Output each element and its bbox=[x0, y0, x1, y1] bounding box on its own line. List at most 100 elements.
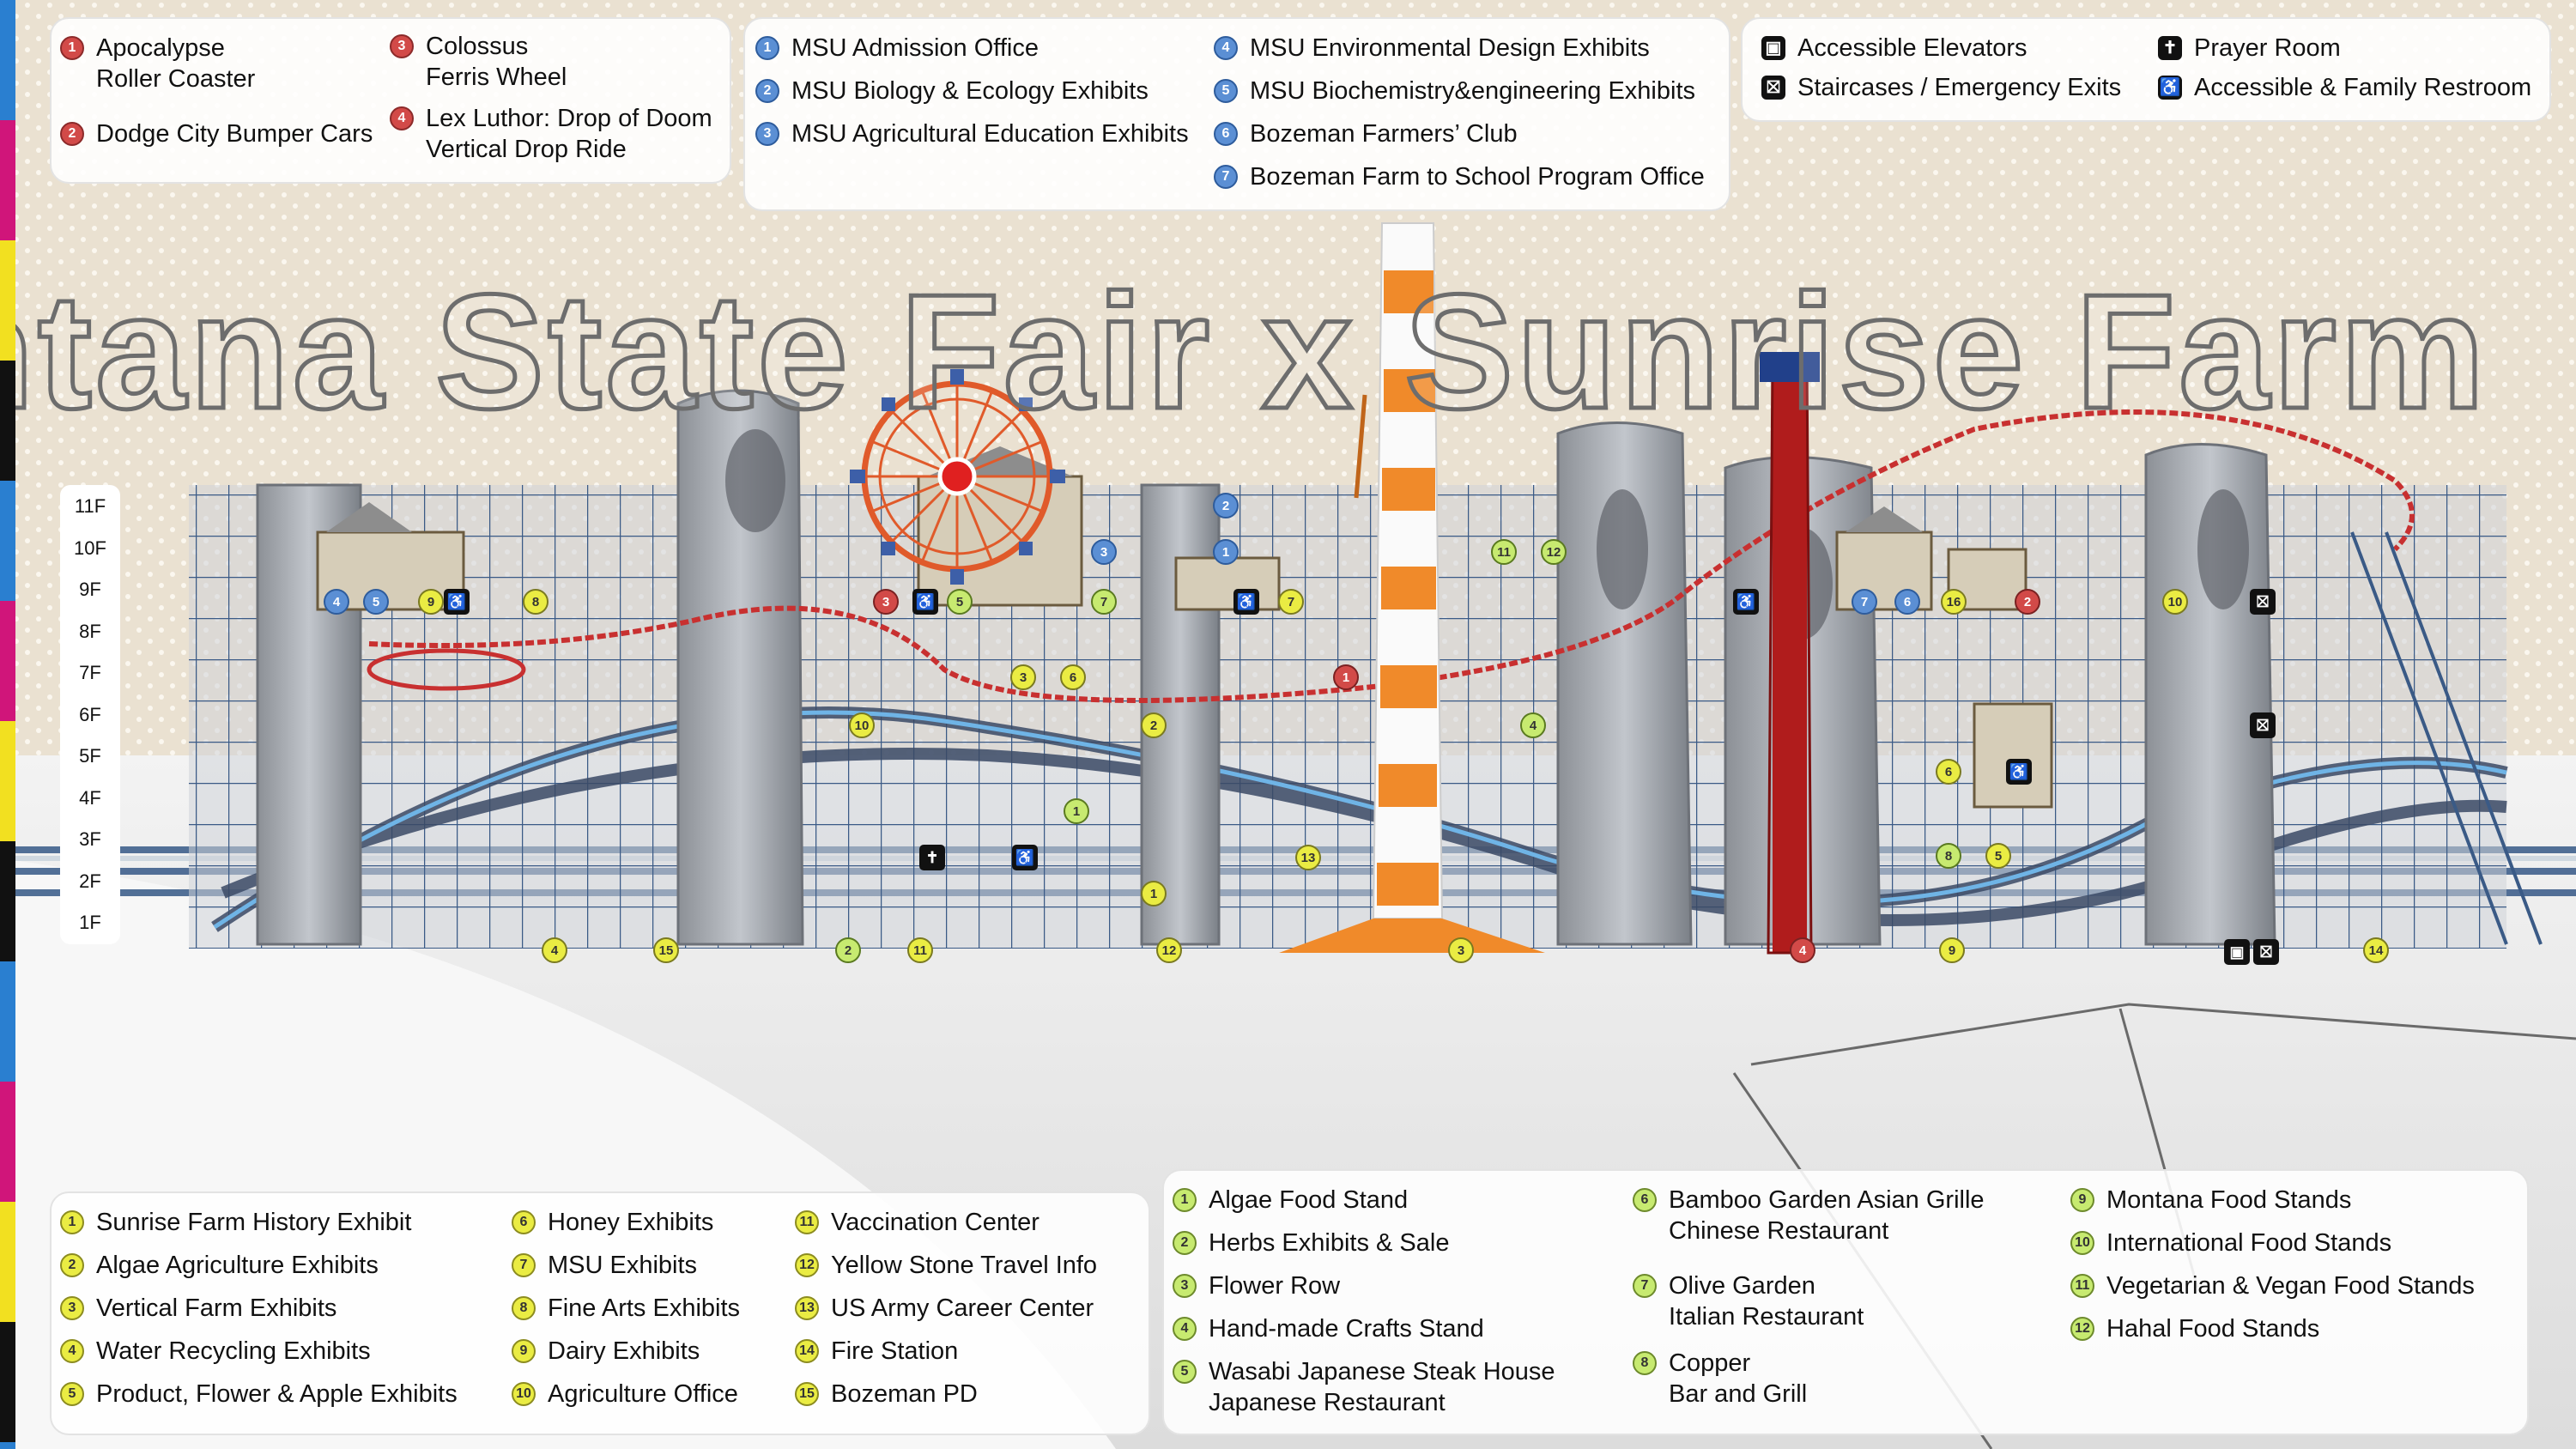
facility-marker-icon[interactable]: ♿ bbox=[2006, 759, 2032, 785]
map-marker-green[interactable]: 1 bbox=[1064, 798, 1089, 824]
emergency-exit-icon: ⛝ bbox=[1761, 76, 1785, 100]
map-marker-blue[interactable]: 6 bbox=[1894, 589, 1920, 615]
food-label: Herbs Exhibits & Sale bbox=[1209, 1229, 1450, 1257]
legend-msu-4[interactable]: 4 MSU Environmental Design Exhibits bbox=[1214, 33, 1650, 64]
facility-marker-icon[interactable]: ✝ bbox=[919, 845, 945, 870]
facility-label: Accessible Elevators bbox=[1797, 34, 2027, 62]
map-marker-red[interactable]: 4 bbox=[1790, 937, 1815, 963]
exhibit-badge: 7 bbox=[512, 1253, 536, 1277]
facility-marker-icon[interactable]: ♿ bbox=[1233, 589, 1259, 615]
map-marker-yellow[interactable]: 12 bbox=[1156, 937, 1182, 963]
map-marker-yellow[interactable]: 11 bbox=[907, 937, 933, 963]
map-marker-yellow[interactable]: 16 bbox=[1941, 589, 1967, 615]
legend-msu-1[interactable]: 1 MSU Admission Office bbox=[755, 33, 1039, 64]
map-marker-yellow[interactable]: 2 bbox=[1141, 712, 1167, 738]
legend-prayer-room[interactable]: ✝ Prayer Room bbox=[2158, 33, 2341, 64]
legend-ride-1[interactable]: 1 Apocalypse Roller Coaster bbox=[60, 33, 255, 94]
legend-ride-4[interactable]: 4 Lex Luthor: Drop of Doom Vertical Drop… bbox=[390, 103, 712, 165]
legend-ride-2[interactable]: 2 Dodge City Bumper Cars bbox=[60, 118, 373, 149]
facility-marker-icon[interactable]: ♿ bbox=[444, 589, 470, 615]
map-marker-yellow[interactable]: 3 bbox=[1010, 664, 1036, 690]
map-marker-green[interactable]: 2 bbox=[835, 937, 861, 963]
facility-marker-icon[interactable]: ⛝ bbox=[2253, 939, 2279, 965]
map-marker-green[interactable]: 5 bbox=[947, 589, 973, 615]
ride-badge: 3 bbox=[390, 34, 414, 58]
map-marker-green[interactable]: 7 bbox=[1091, 589, 1117, 615]
legend-ride-3[interactable]: 3 Colossus Ferris Wheel bbox=[390, 31, 567, 93]
map-marker-blue[interactable]: 7 bbox=[1852, 589, 1877, 615]
map-marker-blue[interactable]: 5 bbox=[363, 589, 389, 615]
map-marker-blue[interactable]: 4 bbox=[324, 589, 349, 615]
facility-marker-icon[interactable]: ⛝ bbox=[2250, 589, 2276, 615]
map-marker-yellow[interactable]: 9 bbox=[418, 589, 444, 615]
map-marker-yellow[interactable]: 4 bbox=[542, 937, 567, 963]
legend-elevators[interactable]: ▣ Accessible Elevators bbox=[1761, 33, 2027, 64]
facility-marker-icon[interactable]: ▣ bbox=[2224, 939, 2250, 965]
map-marker-yellow[interactable]: 9 bbox=[1939, 937, 1965, 963]
legend-msu-7[interactable]: 7 Bozeman Farm to School Program Office bbox=[1214, 161, 1705, 192]
map-marker-green[interactable]: 11 bbox=[1491, 539, 1517, 565]
map-marker-red[interactable]: 2 bbox=[2015, 589, 2040, 615]
map-marker-red[interactable]: 3 bbox=[873, 589, 899, 615]
food-label: Bamboo Garden Asian Grille bbox=[1669, 1186, 1985, 1214]
map-marker-yellow[interactable]: 10 bbox=[849, 712, 875, 738]
map-marker-yellow[interactable]: 15 bbox=[653, 937, 679, 963]
map-marker-yellow[interactable]: 8 bbox=[523, 589, 549, 615]
facility-marker-icon[interactable]: ♿ bbox=[1733, 589, 1759, 615]
legend-msu-2[interactable]: 2 MSU Biology & Ecology Exhibits bbox=[755, 76, 1149, 106]
map-marker-green[interactable]: 4 bbox=[1520, 712, 1546, 738]
map-marker-red[interactable]: 1 bbox=[1333, 664, 1359, 690]
legend-msu-3[interactable]: 3 MSU Agricultural Education Exhibits bbox=[755, 118, 1189, 149]
map-marker-green[interactable]: 12 bbox=[1541, 539, 1567, 565]
legend-msu-6[interactable]: 6 Bozeman Farmers’ Club bbox=[1214, 118, 1518, 149]
legend-msu-5[interactable]: 5 MSU Biochemistry&engineering Exhibits bbox=[1214, 76, 1695, 106]
legend-restroom[interactable]: ♿ Accessible & Family Restroom bbox=[2158, 72, 2531, 103]
map-marker-yellow[interactable]: 6 bbox=[1060, 664, 1086, 690]
map-marker-yellow[interactable]: 10 bbox=[2162, 589, 2188, 615]
map-marker-yellow[interactable]: 3 bbox=[1448, 937, 1474, 963]
map-marker-blue[interactable]: 1 bbox=[1213, 539, 1239, 565]
map-marker-yellow[interactable]: 1 bbox=[1141, 881, 1167, 906]
map-marker-yellow[interactable]: 13 bbox=[1295, 845, 1321, 870]
legend-emergency-exits[interactable]: ⛝ Staircases / Emergency Exits bbox=[1761, 72, 2121, 103]
map-marker-green[interactable]: 8 bbox=[1936, 843, 1961, 869]
map-marker-yellow[interactable]: 5 bbox=[1985, 843, 2011, 869]
floor-label: 10F bbox=[74, 537, 106, 559]
facility-marker-icon[interactable]: ♿ bbox=[1012, 845, 1038, 870]
map-marker-yellow[interactable]: 7 bbox=[1278, 589, 1304, 615]
facility-marker-icon[interactable]: ⛝ bbox=[2250, 712, 2276, 738]
facility-marker-icon[interactable]: ♿ bbox=[912, 589, 938, 615]
exhibit-label: Vaccination Center bbox=[831, 1209, 1039, 1236]
map-marker-blue[interactable]: 2 bbox=[1213, 493, 1239, 518]
map-marker-blue[interactable]: 3 bbox=[1091, 539, 1117, 565]
map-marker-yellow[interactable]: 14 bbox=[2363, 937, 2389, 963]
map-marker-yellow[interactable]: 6 bbox=[1936, 759, 1961, 785]
